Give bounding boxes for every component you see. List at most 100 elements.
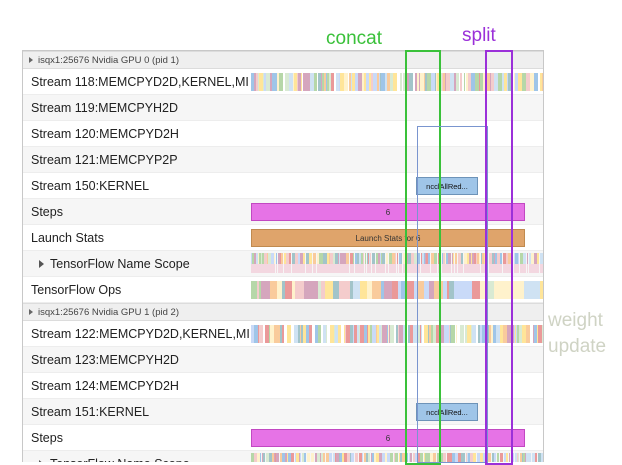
- timeline-slice[interactable]: [279, 73, 283, 91]
- timeline-row-label[interactable]: Steps: [23, 205, 251, 219]
- timeline-slice[interactable]: [422, 253, 424, 264]
- timeline-slice[interactable]: [421, 253, 422, 264]
- timeline-slice[interactable]: [471, 264, 472, 273]
- timeline-slice[interactable]: [389, 325, 390, 343]
- timeline-slice[interactable]: [376, 253, 378, 264]
- timeline-slice[interactable]: [404, 264, 405, 273]
- timeline-slice[interactable]: [515, 325, 516, 343]
- timeline-slice[interactable]: [481, 253, 482, 264]
- timeline-slice[interactable]: [425, 253, 426, 264]
- timeline-slice[interactable]: [417, 453, 420, 462]
- timeline-slice[interactable]: [298, 253, 300, 264]
- timeline-slice[interactable]: [441, 73, 442, 91]
- timeline-slice[interactable]: [489, 253, 492, 264]
- steps-bar[interactable]: 6: [251, 203, 525, 221]
- timeline-row-label[interactable]: Launch Stats: [23, 231, 251, 245]
- timeline-slice[interactable]: [415, 264, 417, 273]
- timeline-slice[interactable]: [467, 264, 468, 273]
- timeline-slice[interactable]: [282, 453, 285, 462]
- timeline-slice[interactable]: [276, 453, 279, 462]
- timeline-slice[interactable]: [494, 264, 495, 273]
- timeline-slice[interactable]: [464, 264, 467, 273]
- timeline-slice[interactable]: [339, 453, 340, 462]
- timeline-slice[interactable]: [483, 453, 486, 462]
- timeline-slice[interactable]: [330, 325, 334, 343]
- timeline-row-label[interactable]: Steps: [23, 431, 251, 445]
- timeline-slice[interactable]: [495, 253, 497, 264]
- timeline-slice[interactable]: [353, 281, 360, 299]
- timeline-slice[interactable]: [372, 281, 381, 299]
- timeline-track[interactable]: ncclAllRed...: [251, 399, 543, 424]
- timeline-slice[interactable]: [259, 325, 263, 343]
- timeline-slice[interactable]: [537, 325, 538, 343]
- timeline-row[interactable]: TensorFlow Name Scope: [23, 251, 543, 277]
- timeline-slice[interactable]: [258, 73, 259, 91]
- timeline-slice[interactable]: [372, 264, 375, 273]
- timeline-slice[interactable]: [251, 253, 252, 264]
- timeline-slice[interactable]: [377, 73, 379, 91]
- timeline-slice[interactable]: [340, 264, 343, 273]
- timeline-slice[interactable]: [274, 453, 275, 462]
- timeline-slice[interactable]: [318, 281, 321, 299]
- timeline-slice[interactable]: [254, 73, 256, 91]
- timeline-slice[interactable]: [529, 264, 531, 273]
- timeline-row-label[interactable]: Stream 120:MEMCPYD2H: [23, 127, 251, 141]
- timeline-slice[interactable]: [303, 73, 307, 91]
- timeline-slice[interactable]: [339, 264, 340, 273]
- timeline-slice[interactable]: [392, 264, 395, 273]
- timeline-slice[interactable]: [346, 264, 349, 273]
- timeline-slice[interactable]: [282, 281, 285, 299]
- timeline-slice[interactable]: [269, 253, 271, 264]
- timeline-slice[interactable]: [482, 253, 484, 264]
- timeline-slice[interactable]: [319, 253, 320, 264]
- timeline-slice[interactable]: [323, 453, 325, 462]
- timeline-slice[interactable]: [511, 253, 513, 264]
- timeline-slice[interactable]: [401, 253, 402, 264]
- timeline-track[interactable]: ncclAllRed...: [251, 173, 543, 198]
- timeline-slice[interactable]: [357, 325, 359, 343]
- timeline-slice[interactable]: [484, 253, 485, 264]
- timeline-slice[interactable]: [330, 253, 333, 264]
- timeline-slice[interactable]: [323, 264, 326, 273]
- timeline-slice[interactable]: [476, 264, 477, 273]
- timeline-slice[interactable]: [264, 73, 266, 91]
- timeline-slice[interactable]: [330, 264, 333, 273]
- timeline-slice[interactable]: [461, 264, 462, 273]
- timeline-slice[interactable]: [500, 453, 503, 462]
- timeline-slice[interactable]: [371, 453, 372, 462]
- timeline-slice[interactable]: [251, 264, 252, 273]
- timeline-slice[interactable]: [417, 325, 420, 343]
- timeline-slice[interactable]: [303, 325, 306, 343]
- chevron-down-icon[interactable]: [29, 57, 33, 63]
- timeline-slice[interactable]: [344, 453, 347, 462]
- timeline-slice[interactable]: [415, 73, 417, 91]
- timeline-slice[interactable]: [300, 253, 303, 264]
- timeline-slice[interactable]: [361, 264, 363, 273]
- timeline-slice[interactable]: [326, 73, 327, 91]
- timeline-slice[interactable]: [485, 264, 488, 273]
- timeline-slice[interactable]: [396, 325, 398, 343]
- timeline-slice[interactable]: [534, 253, 537, 264]
- timeline-slice[interactable]: [480, 453, 483, 462]
- timeline-row-label[interactable]: Stream 123:MEMCPYH2D: [23, 353, 251, 367]
- timeline-slice[interactable]: [420, 453, 423, 462]
- timeline-slice[interactable]: [440, 453, 443, 462]
- timeline-slice[interactable]: [394, 453, 395, 462]
- timeline-slice[interactable]: [338, 253, 339, 264]
- timeline-slice[interactable]: [340, 253, 343, 264]
- nccl-allreduce-bar[interactable]: ncclAllRed...: [416, 177, 478, 195]
- timeline-slice[interactable]: [518, 453, 519, 462]
- timeline-slice[interactable]: [473, 453, 476, 462]
- timeline-slice[interactable]: [428, 264, 430, 273]
- timeline-slice[interactable]: [451, 325, 455, 343]
- timeline-slice[interactable]: [289, 264, 291, 273]
- timeline-slice[interactable]: [336, 453, 339, 462]
- timeline-slice[interactable]: [488, 453, 491, 462]
- timeline-slice[interactable]: [497, 264, 500, 273]
- timeline-slice[interactable]: [292, 253, 295, 264]
- timeline-slice[interactable]: [431, 325, 433, 343]
- timeline-slice[interactable]: [387, 325, 388, 343]
- timeline-slice[interactable]: [538, 325, 542, 343]
- timeline-slice[interactable]: [372, 325, 376, 343]
- timeline-slice[interactable]: [286, 264, 289, 273]
